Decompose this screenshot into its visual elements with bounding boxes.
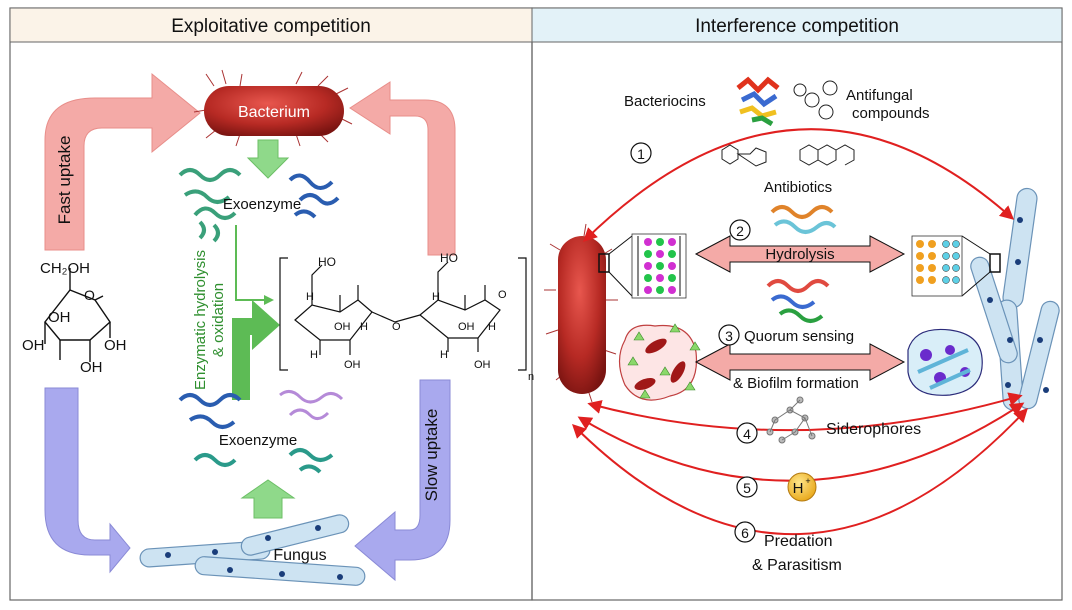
cellulose-oh-d: OH <box>474 359 491 371</box>
quorum-label: Quorum sensing <box>744 328 854 345</box>
cellulose-bridge-o: O <box>392 321 401 333</box>
cellulose-o-end: O <box>498 289 507 301</box>
antifungal-line1: Antifungal <box>846 87 913 104</box>
hydrolysis-label: Hydrolysis <box>765 246 834 263</box>
exoenzyme-bottom-label: Exoenzyme <box>219 432 297 449</box>
bacterium-label: Bacterium <box>238 104 310 121</box>
bacterium-right <box>544 223 618 403</box>
siderophores-label: Siderophores <box>826 421 921 438</box>
cellulose-oh-a: OH <box>334 321 351 333</box>
slow-uptake-arrow <box>354 379 451 582</box>
parasitism-label: & Parasitism <box>752 557 842 574</box>
bacteriocin-structure <box>736 76 780 127</box>
glucose-oh-1: OH <box>48 309 71 326</box>
cellulose-h-1: H <box>306 291 314 303</box>
bacterium-left <box>193 69 353 147</box>
exoenzyme-top-label: Exoenzyme <box>223 196 301 213</box>
cellulose-h-3: H <box>310 349 318 361</box>
cellulose-h-4: H <box>432 291 440 303</box>
fast-uptake-label: Fast uptake <box>55 136 74 225</box>
cellulose-h-5: H <box>488 321 496 333</box>
number-5-circle <box>736 476 758 498</box>
hydrolase-structures <box>766 205 837 323</box>
antifungal-line2: compounds <box>852 105 930 122</box>
fungal-biofilm <box>907 328 983 396</box>
fungus-uptake-arrow-left <box>44 387 131 574</box>
proton-label: H <box>793 480 804 497</box>
glucose-oh-3: OH <box>104 337 127 354</box>
hydrolysis-arrow <box>694 235 906 273</box>
fungal-cell-wall <box>911 235 1001 297</box>
bacteriocins-label: Bacteriocins <box>624 93 706 110</box>
proton-sup: + <box>805 476 810 486</box>
proton-ball <box>787 472 817 502</box>
process-label-line1: Enzymatic hydrolysis <box>192 250 209 390</box>
fast-uptake-arrow <box>44 72 201 251</box>
cellulose-oh-b: OH <box>344 359 361 371</box>
right-panel-title: Interference competition <box>695 16 899 37</box>
quorum-arrow <box>694 343 906 381</box>
glucose-oh-4: OH <box>80 359 103 376</box>
exoenzyme-top-structure <box>178 168 340 243</box>
glucose-oh-2: OH <box>22 337 45 354</box>
exoenzyme-bottom-structure <box>178 390 344 474</box>
left-panel-title: Exploitative competition <box>171 16 371 37</box>
fungus-nuclei-right <box>987 217 1049 393</box>
cellulose-h-2: H <box>360 321 368 333</box>
antibiotic-structure <box>721 144 855 167</box>
slow-uptake-label: Slow uptake <box>422 409 441 502</box>
cellulose-structure <box>279 257 527 371</box>
return-uptake-arrow <box>349 81 456 256</box>
hydrolysis-arrow-bottom <box>232 300 280 400</box>
number-2-circle <box>729 219 751 241</box>
glucose-structure <box>44 268 111 362</box>
cellulose-ho-2: HO <box>440 251 458 265</box>
secretion-arrow-top <box>246 139 290 179</box>
left-header-bar <box>9 7 533 43</box>
biofilm-label: & Biofilm formation <box>733 375 859 392</box>
fungus-hyphae-right <box>970 187 1060 411</box>
fungus-nuclei-left <box>165 525 343 580</box>
number-6: 6 <box>741 525 749 541</box>
secretion-arrow-bottom <box>240 479 296 519</box>
cellulose-oh-c: OH <box>458 321 475 333</box>
bacterial-biofilm <box>618 323 701 401</box>
cellulose-ho-1: HO <box>318 255 336 269</box>
glucose-ch2oh: CH₂OH <box>40 260 90 277</box>
number-1: 1 <box>637 146 645 162</box>
process-label-line2: & oxidation <box>210 283 227 357</box>
cellulose-h-6: H <box>440 349 448 361</box>
right-header-bar <box>531 7 1063 43</box>
number-6-circle <box>734 521 756 543</box>
number-1-circle <box>630 142 652 164</box>
hydrolysis-line-top <box>235 225 274 305</box>
number-2: 2 <box>736 223 744 239</box>
fungus-label: Fungus <box>273 547 326 564</box>
number-3: 3 <box>725 328 733 344</box>
predation-label: Predation <box>764 533 833 550</box>
arc-6 <box>572 407 1028 536</box>
antibiotics-label: Antibiotics <box>764 179 832 196</box>
arc-1 <box>582 128 1015 242</box>
number-3-circle <box>718 324 740 346</box>
bacterial-cell-wall <box>598 233 687 299</box>
number-5: 5 <box>743 480 751 496</box>
antifungal-structure <box>793 80 838 120</box>
arc-4 <box>587 392 1023 432</box>
number-4: 4 <box>743 426 751 442</box>
cellulose-n: n <box>528 371 534 383</box>
glucose-ring-o: O <box>84 287 95 303</box>
siderophore-structure <box>766 396 816 444</box>
fungus-hyphae-left <box>139 514 366 586</box>
